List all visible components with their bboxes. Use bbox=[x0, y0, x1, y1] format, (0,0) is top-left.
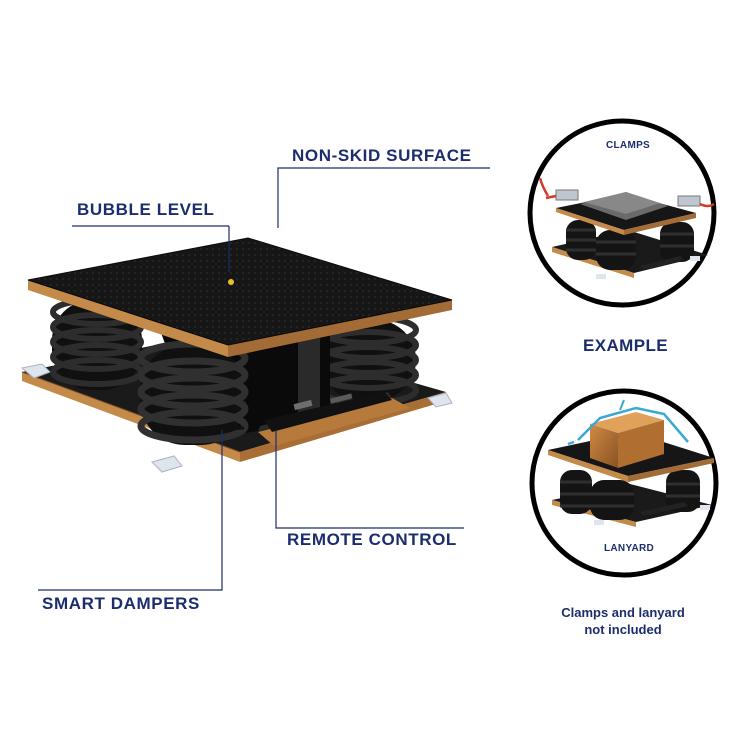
remote-control-device bbox=[203, 392, 410, 446]
example-heading: EXAMPLE bbox=[583, 336, 668, 355]
lanyard-label: LANYARD bbox=[604, 543, 655, 554]
non-skid-top-surface bbox=[27, 237, 453, 357]
clamps-example-circle bbox=[527, 118, 717, 308]
clamps-label: CLAMPS bbox=[606, 140, 651, 151]
lanyard-example-circle bbox=[529, 388, 719, 578]
note-line-2: not included bbox=[584, 622, 662, 637]
rubber-feet bbox=[20, 363, 453, 473]
bubble-level-label: BUBBLE LEVEL bbox=[77, 200, 215, 219]
callout-lines bbox=[38, 167, 490, 591]
note-line-1: Clamps and lanyard bbox=[561, 605, 685, 620]
bubble-level-indicator bbox=[228, 279, 234, 285]
smart-dampers-label: SMART DAMPERS bbox=[42, 594, 200, 613]
remote-control-label: REMOTE CONTROL bbox=[287, 530, 457, 549]
isolation-platform bbox=[20, 237, 453, 473]
accessories-note: Clamps and lanyard not included bbox=[540, 604, 706, 638]
non-skid-surface-label: NON-SKID SURFACE bbox=[292, 146, 472, 165]
